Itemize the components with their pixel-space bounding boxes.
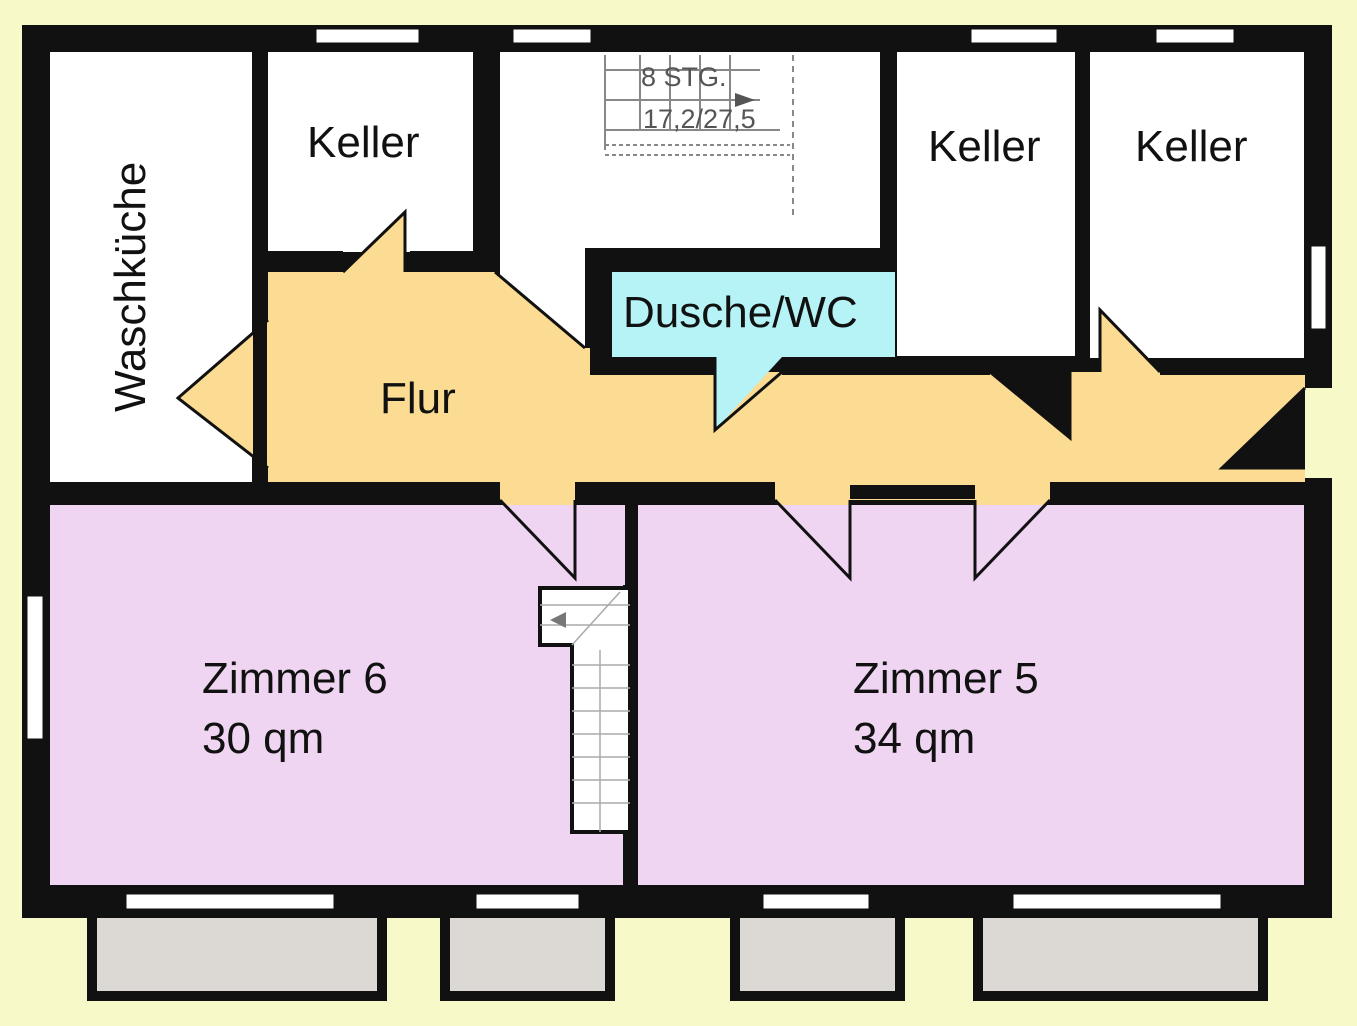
staircase-steps-label: 8 STG. [641,62,727,92]
zimmer5-area [638,505,1304,885]
room-label-keller-mid: Keller [928,122,1041,171]
balcony-1 [87,905,387,1001]
staircase-ratio-label: 17,2/27,5 [643,104,756,134]
balcony-2 [440,905,615,1001]
room-label-zimmer6: Zimmer 6 [202,654,388,703]
staircase-lower-outline [538,586,632,834]
room-label-keller-left: Keller [307,118,420,167]
keller-right-area [1090,52,1304,358]
room-fills [50,52,1305,885]
room-area-zimmer5: 34 qm [853,714,975,763]
exterior-notch [1305,388,1345,478]
dusche-door-swing [715,357,782,430]
window-left [24,593,46,742]
keller-left-area [268,52,473,252]
window-bottom-4 [1010,891,1224,912]
balconies [87,905,1268,1001]
stairwell-area [500,52,880,248]
balcony-4 [973,905,1268,1001]
window-bottom-1 [123,891,337,912]
window-right [1308,243,1329,332]
staircase-top [604,55,794,215]
window-top-1 [313,26,422,46]
keller-mid-area [897,52,1075,356]
room-label-keller-right: Keller [1135,122,1248,171]
flur-area [268,212,1305,578]
room-label-zimmer5: Zimmer 5 [853,654,1039,703]
room-label-waschkueche: Waschküche [106,162,155,412]
staircase-lower [538,586,632,834]
window-top-3 [968,26,1060,46]
staircase-arrow-icon [735,93,755,107]
window-top-2 [510,26,594,46]
dusche-area [612,272,895,357]
window-bottom-3 [760,891,872,912]
inner-walls [40,45,1310,898]
balcony-3 [730,905,905,1001]
door-swings [175,208,1307,582]
window-top-4 [1153,26,1237,46]
zimmer6-area [50,505,625,885]
windows [24,26,1329,912]
room-area-zimmer6: 30 qm [202,714,324,763]
room-label-flur: Flur [380,374,456,423]
flur-left-arrow [178,320,268,468]
window-bottom-2 [473,891,582,912]
stair-arrow-icon [550,612,566,628]
room-label-dusche: Dusche/WC [623,288,858,337]
